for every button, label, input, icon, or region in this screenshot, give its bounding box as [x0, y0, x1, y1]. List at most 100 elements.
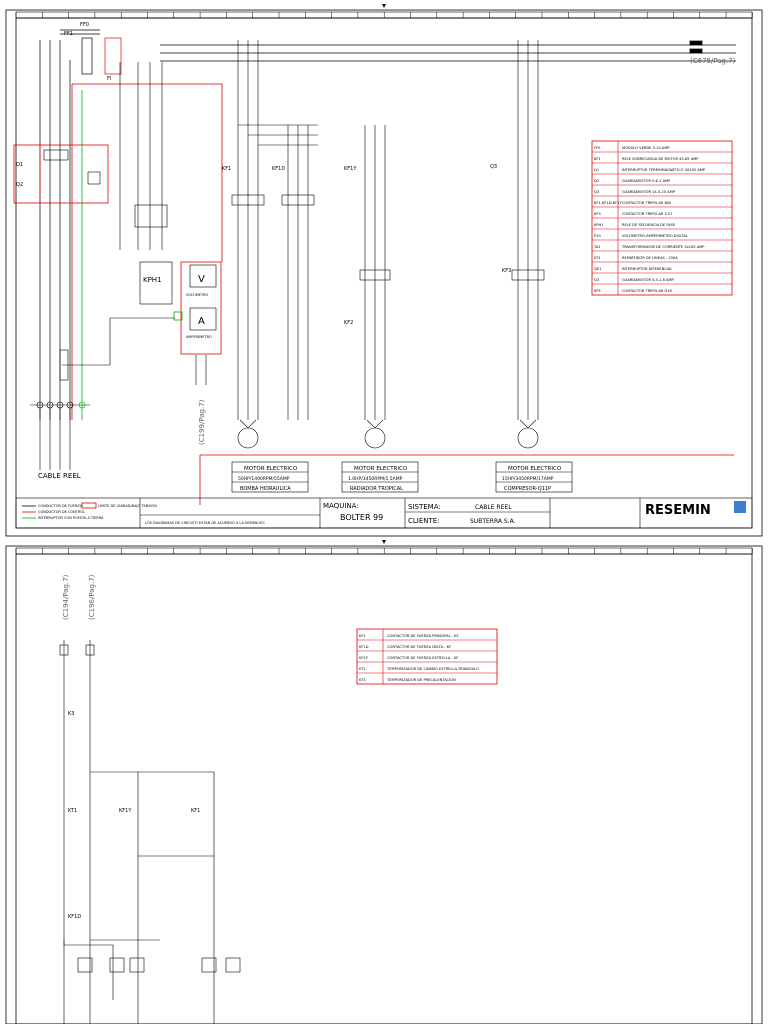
left-control-wiring — [59, 62, 217, 385]
legend2-code: KF1Y — [359, 656, 369, 660]
fuse-block — [39, 29, 122, 420]
legend1-code: FF0 — [594, 146, 601, 150]
fuse-ff0-label: FF0 — [80, 22, 89, 28]
motor-title: MOTOR ELECTRICO — [508, 466, 562, 472]
brand-logo-icon — [734, 501, 746, 513]
motor-spec: 1.0HP/3450RPM/1.5AMP — [348, 476, 403, 482]
legend1-desc: REPARTIDOR DE LINEAS - 250A — [622, 256, 678, 260]
legend2-code: KT3 — [359, 678, 366, 682]
motor-desc: RADIADOR TROPICAL — [350, 486, 403, 492]
page2-ref-1: (C194/Pag.7) — [62, 574, 70, 620]
page1-right-bus — [160, 40, 736, 62]
page1-right-reference: (C675/Pag.7) — [690, 57, 736, 65]
page2-kf1y-label: KF1Y — [119, 808, 132, 814]
cliente-label: CLIENTE: — [408, 517, 440, 525]
title-legend-item-3: INTERRUPTOR CON PUESTA A TIERRA — [38, 516, 104, 520]
breaker-q1-label: Q1 — [16, 162, 23, 168]
contactor-kf1d-label: KF1D — [272, 166, 285, 172]
page2-top-arrow-icon — [382, 540, 386, 544]
legend1-desc: CONTACTOR TRIPOLAR DIN — [622, 201, 671, 205]
legend1-desc: GUARDAMOTOR 4.5-1.6 AMP — [622, 278, 675, 282]
legend1-desc: RELE SOBRECARGA DE MOTOR 45-65 AMP — [622, 157, 699, 161]
ammeter-symbol: A — [198, 316, 205, 327]
fuse-ff1-label: FF1 — [64, 31, 73, 37]
motor-spec: 15HP/3450RPM/17AMP — [502, 476, 554, 482]
cliente-value: SUBTERRA S.A. — [470, 518, 516, 525]
sistema-label: SISTEMA: — [408, 503, 441, 511]
fuse-fi-label: FI — [107, 76, 111, 82]
page1-top-arrow-icon — [382, 4, 386, 8]
page2-kt1-label: KT1 — [68, 808, 77, 814]
page1-bottom-reference: (C199/Pag.7) — [198, 399, 206, 445]
legend1-desc: INTERRUPTOR TERMOMAGNETICO 3X100 AMP — [622, 168, 706, 172]
voltmeter-label: VOLTIMETRO — [186, 293, 209, 297]
maquina-value: BOLTER 99 — [340, 513, 383, 522]
legend1-desc: GUARDAMOTOR 14.5-20 AMP — [622, 190, 676, 194]
cable-reel-label: CABLE REEL — [38, 472, 81, 480]
legend1-code: Q3 — [594, 278, 599, 282]
breaker-q2-label: Q2 — [16, 182, 23, 188]
guardamotor-q3-label: Q3 — [490, 164, 497, 170]
iec-note: LOS DIAGRAMAS DE CIRCUITO ESTAN DE ACUER… — [145, 521, 266, 525]
legend1-desc: CONTACTOR TRIPOLAR D18 — [622, 289, 672, 293]
title-legend-item-4: LIMITE DE UNIDAD/BAJO TENSION — [98, 504, 157, 508]
ammeter-label: AMPERIMETRO — [186, 335, 212, 339]
green-wiring — [81, 90, 183, 420]
title-block-legend — [22, 502, 97, 519]
page1-legend-table: FF0 MODULO VERDE 5-10 AMP KF1 RELE SOBRECAR… — [591, 140, 733, 296]
motor-column-wiring — [231, 40, 545, 449]
legend1-desc: CONTACTOR TRIPOLAR 3.5T — [622, 212, 673, 216]
page2-ref-2: (C196/Pag.7) — [88, 574, 96, 620]
page1-top-ruler — [15, 11, 753, 19]
legend1-code: KT1 — [594, 256, 601, 260]
page2-kf1d-label: KF1D — [68, 914, 81, 920]
legend1-code: TA1 — [593, 245, 601, 249]
terminal-strip — [30, 401, 90, 470]
legend1-code: KF1-KF1D-KF1Y — [594, 201, 622, 205]
legend2-desc: CONTACTOR DE FUERZA DELTA - KF — [387, 645, 451, 649]
title-legend-item-1: CONDUCTOR DE FUERZA — [38, 504, 83, 508]
red-wiring — [13, 83, 734, 505]
maquina-label: MAQUINA: — [323, 502, 359, 510]
legend2-desc: CONTACTOR DE FUERZA PRINCIPAL - KF — [387, 634, 459, 638]
page2-legend-table: KF1 CONTACTOR DE FUERZA PRINCIPAL - KF KF1… — [356, 628, 498, 685]
legend1-desc: TRANSFORMADOR DE CORRIENTE 3x100 AMP — [621, 245, 705, 249]
breaker-q1 — [43, 149, 101, 185]
legend1-code: QE1 — [594, 267, 601, 271]
motor-title: MOTOR ELECTRICO — [244, 466, 298, 472]
legend1-code: KF3 — [594, 212, 601, 216]
legend2-code: KF1D — [359, 645, 369, 649]
legend1-desc: MODULO VERDE 5-10 AMP — [622, 146, 670, 150]
legend2-border — [356, 628, 498, 685]
motor-spec: 50HP/1490RPM/55AMP — [238, 476, 290, 482]
legend1-desc: RELE DE SECUENCIA DE FASE — [622, 223, 676, 227]
title-block — [15, 497, 753, 529]
motor-desc: COMPRESOR-Q11P — [504, 486, 551, 492]
page2-k3-label: K3 — [68, 711, 74, 717]
title-legend-item-2: CONDUCTOR DE CONTROL — [38, 510, 85, 514]
legend1-desc: GUARDAMOTOR 0.6-1 AMP — [622, 179, 671, 183]
legend1-code: Q2 — [594, 179, 599, 183]
motor-nameplate-box — [231, 461, 309, 493]
legend1-desc: VOLTIMETRO-AMPERIMETRO DIGITAL — [622, 234, 688, 238]
legend1-code: Q1 — [594, 168, 599, 172]
legend2-desc: TEMPORIZADOR DE CAMBIO ESTRELLA-TRIANGUL… — [386, 667, 479, 671]
legend2-code: KF1 — [359, 634, 366, 638]
legend2-code: KT1 — [359, 667, 366, 671]
legend1-code: KF5 — [594, 289, 601, 293]
contactor-kf3-label: KF3 — [502, 268, 511, 274]
legend1-desc: INTERRUPTOR DIFERENCIAL — [622, 267, 672, 271]
legend1-code: KPH1 — [594, 223, 604, 227]
legend1-code: KF1 — [594, 157, 601, 161]
legend2-desc: TEMPORIZADOR DE PRECALENTACION — [386, 678, 456, 682]
motor-nameplate-box — [495, 461, 573, 493]
page2-frame — [5, 545, 763, 1025]
legend1-code: P10 — [594, 234, 601, 238]
sistema-value: CABLE REEL — [475, 504, 512, 511]
motor-title: MOTOR ELECTRICO — [354, 466, 408, 472]
kph1-label: KPH1 — [143, 276, 162, 284]
contactor-kf1-label: KF1 — [222, 166, 231, 172]
page2-control-wiring — [59, 640, 241, 1024]
